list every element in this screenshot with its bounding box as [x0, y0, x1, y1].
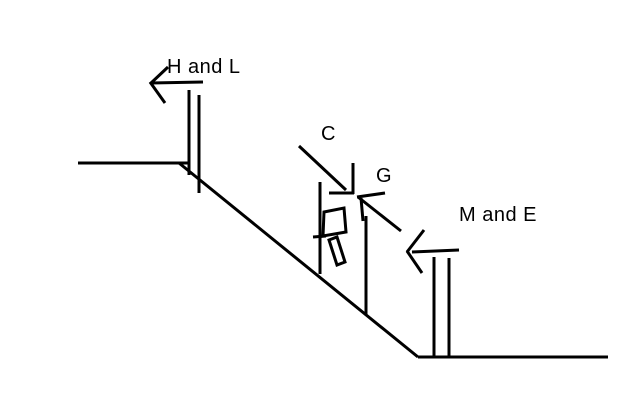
label-g: G — [376, 165, 393, 187]
me-arrowhead-lower-barb — [405, 250, 424, 274]
g-arrow-diagonal — [357, 195, 402, 233]
slope-line — [178, 161, 419, 359]
hl-arrow-shaft — [150, 80, 204, 85]
g-arrowhead-vertical-barb — [359, 197, 365, 222]
c-arrow-shaft — [297, 144, 348, 192]
figure-leg-block — [327, 235, 347, 267]
figure-block-bottom-extension — [312, 234, 327, 239]
label-c: C — [321, 123, 336, 145]
me-arrowhead-upper-barb — [405, 229, 426, 253]
label-h-and-l: H and L — [167, 56, 241, 78]
g-arrowhead-horizontal-barb — [356, 191, 386, 199]
me-arrow-shaft — [411, 248, 460, 254]
hl-arrowhead-upper-barb — [148, 65, 170, 86]
figure-body-block — [321, 206, 348, 238]
label-m-and-e: M and E — [459, 204, 537, 226]
hl-arrowhead-lower-barb — [148, 81, 167, 104]
